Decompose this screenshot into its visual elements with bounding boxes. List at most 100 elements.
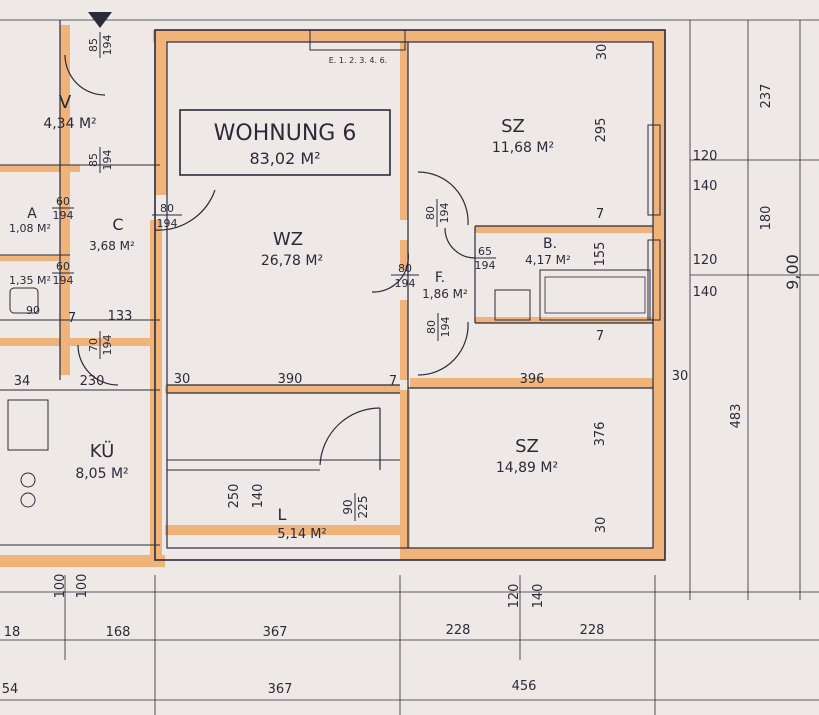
dimension-label: 7 — [389, 374, 397, 389]
kitchen-window-label: E. 1. 2. 3. 4. 6. — [329, 56, 387, 65]
door-size-value: 194 — [53, 209, 74, 222]
door-size-value: 194 — [439, 317, 452, 338]
door-wc-label: 60 194 — [52, 260, 74, 287]
dimension-label: 228 — [446, 623, 471, 638]
door-size-value: 70 — [87, 338, 100, 352]
door-a-label: 60 194 — [52, 195, 74, 222]
dimension-label: 133 — [108, 309, 133, 324]
room-wz-area: 26,78 M² — [261, 253, 323, 269]
dimension-label: 483 — [729, 404, 744, 429]
dimension-label: 155 — [593, 242, 608, 267]
door-size-value: 194 — [101, 35, 114, 56]
door-top-label: 85 194 — [87, 32, 114, 58]
title-area: 83,02 M² — [249, 149, 320, 168]
dimension-label: 34 — [14, 374, 31, 389]
door-size-value: 65 — [478, 245, 492, 258]
room-f-label: F. — [435, 270, 445, 286]
dimension-labels: 30 295 7 155 7 376 30 7 133 34 230 30 39… — [2, 44, 802, 697]
dimension-label: 9,00 — [783, 254, 802, 290]
room-l-area: 5,14 M² — [277, 527, 327, 542]
dimension-label: 140 — [531, 584, 546, 609]
door-v-label: 85 194 — [87, 147, 114, 173]
dimension-label: 7 — [596, 207, 604, 222]
door-size-value: 194 — [101, 150, 114, 171]
dimension-label: 100 — [75, 574, 90, 599]
door-wz-label: 80 194 — [391, 262, 419, 290]
room-v-label: V — [59, 92, 72, 113]
dimension-label: 250 — [227, 484, 242, 509]
room-sz2-area: 14,89 M² — [496, 460, 558, 476]
door-size-value: 80 — [425, 320, 438, 334]
north-arrow-icon — [88, 12, 112, 28]
dimension-label: 168 — [106, 625, 131, 640]
wc-box-label: 90 — [26, 304, 40, 317]
room-a-label: A — [27, 206, 37, 222]
dimension-label: 180 — [759, 206, 774, 231]
dimension-label: 30 — [174, 372, 191, 387]
dimension-label: 54 — [2, 682, 19, 697]
dimension-label: 396 — [520, 372, 545, 387]
dimension-label: 30 — [595, 44, 610, 61]
dimension-label: 120 — [693, 253, 718, 268]
walls — [0, 25, 665, 567]
door-size-value: 80 — [424, 206, 437, 220]
door-b-label: 65 194 — [474, 245, 496, 272]
door-size-value: 194 — [475, 259, 496, 272]
dimension-label: 7 — [68, 311, 76, 326]
dimension-label: 390 — [278, 372, 303, 387]
door-size-value: 194 — [157, 217, 178, 230]
dimension-label: 228 — [580, 623, 605, 638]
dimension-label: 120 — [693, 149, 718, 164]
door-size-value: 90 — [341, 499, 355, 514]
door-size-value: 60 — [56, 260, 70, 273]
door-size-value: 85 — [87, 153, 100, 167]
room-sz2-label: SZ — [515, 436, 539, 457]
room-c-label: C — [112, 215, 123, 234]
door-size-value: 60 — [56, 195, 70, 208]
dimension-lines — [0, 20, 819, 715]
door-size-value: 194 — [438, 203, 451, 224]
room-b-label: B. — [543, 236, 557, 252]
dimension-label: 367 — [268, 682, 293, 697]
dimension-label: 295 — [594, 118, 609, 143]
dimension-label: 367 — [263, 625, 288, 640]
door-ku-label: 70 194 — [87, 331, 114, 359]
door-size-value: 80 — [160, 202, 174, 215]
door-size-value: 85 — [87, 38, 100, 52]
dimension-label: 100 — [53, 574, 68, 599]
dimension-label: 18 — [4, 625, 21, 640]
plan-lines — [0, 19, 819, 561]
dimension-label: 7 — [596, 329, 604, 344]
door-sz-label: 80 194 — [424, 199, 451, 227]
room-ku-label: KÜ — [90, 440, 115, 462]
room-a-area: 1,08 M² — [9, 222, 51, 235]
room-labels: WOHNUNG 6 83,02 M² V 4,34 M² SZ 11,68 M²… — [9, 56, 571, 542]
room-l-label: L — [278, 505, 287, 524]
dimension-label: 30 — [672, 369, 689, 384]
room-f-area: 1,86 M² — [422, 287, 468, 301]
room-sz1-label: SZ — [501, 116, 525, 137]
door-size-value: 194 — [53, 274, 74, 287]
room-wc-area: 1,35 M² — [9, 274, 51, 287]
door-size-value: 80 — [398, 262, 412, 275]
room-ku-area: 8,05 M² — [75, 466, 128, 482]
dimension-label: 140 — [693, 179, 718, 194]
room-v-area: 4,34 M² — [43, 116, 96, 132]
door-size-value: 194 — [101, 335, 114, 356]
room-b-area: 4,17 M² — [525, 253, 571, 267]
door-swings — [64, 54, 476, 470]
door-c-label: 80 194 — [152, 202, 182, 230]
room-sz1-area: 11,68 M² — [492, 140, 554, 156]
dimension-label: 376 — [593, 422, 608, 447]
door-size-value: 194 — [395, 277, 416, 290]
dimension-label: 456 — [512, 679, 537, 694]
dimension-label: 140 — [693, 285, 718, 300]
room-wz-label: WZ — [273, 229, 303, 250]
dimension-label: 230 — [80, 374, 105, 389]
door-labels: 85 194 85 194 60 194 80 194 60 194 80 19… — [52, 32, 496, 521]
door-l-label: 90 225 — [341, 493, 370, 521]
dimension-label: 120 — [507, 584, 522, 609]
room-c-area: 3,68 M² — [89, 239, 135, 253]
dimension-label: 140 — [251, 484, 266, 509]
